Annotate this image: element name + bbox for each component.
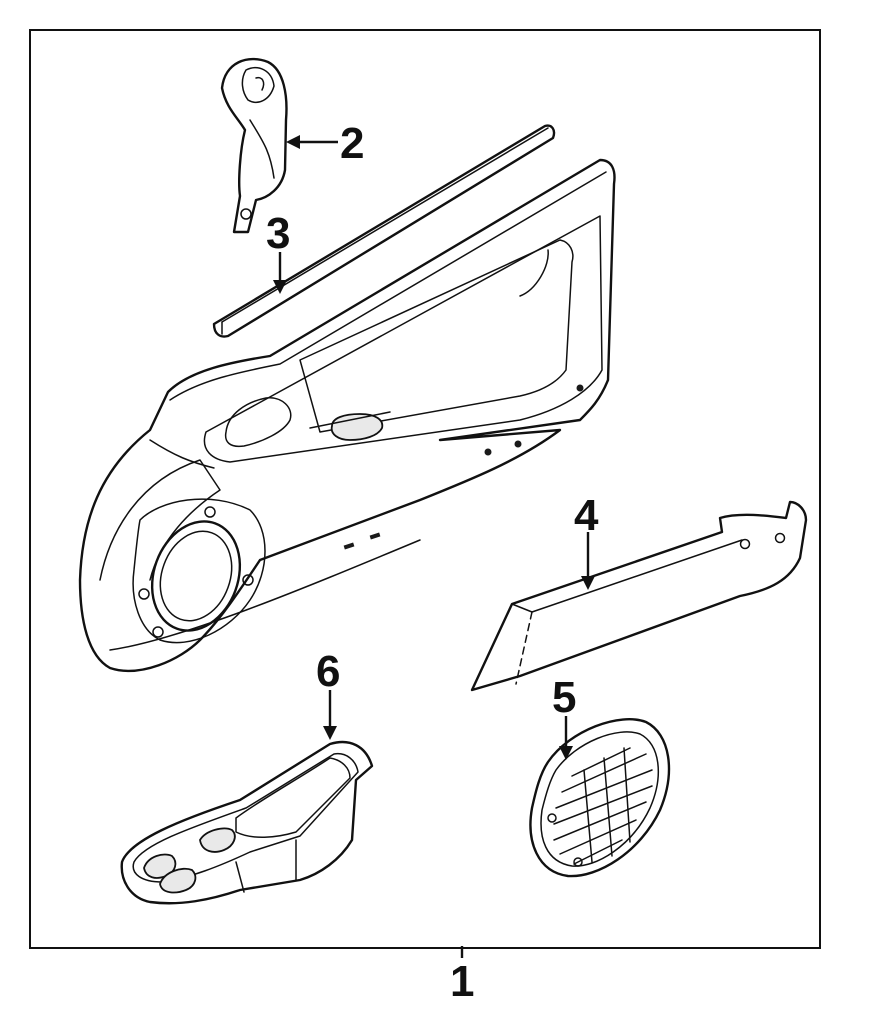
weatherstrip-part — [212, 124, 556, 338]
armrest-trim-part — [470, 500, 808, 692]
switch-bezel-part — [120, 740, 374, 905]
callout-2: 2 — [340, 119, 364, 168]
door-trim-panel-part — [78, 158, 616, 673]
pull-handle-part — [220, 57, 288, 234]
callout-6: 6 — [316, 647, 340, 696]
callout-5: 5 — [552, 673, 576, 722]
leader-lines — [273, 135, 595, 958]
speaker-grille-part — [529, 718, 671, 878]
diagram-frame — [29, 29, 821, 949]
callout-3: 3 — [266, 209, 290, 258]
callout-1: 1 — [450, 957, 474, 1006]
speaker-grille-slats — [553, 747, 653, 865]
callout-4: 4 — [574, 491, 599, 540]
